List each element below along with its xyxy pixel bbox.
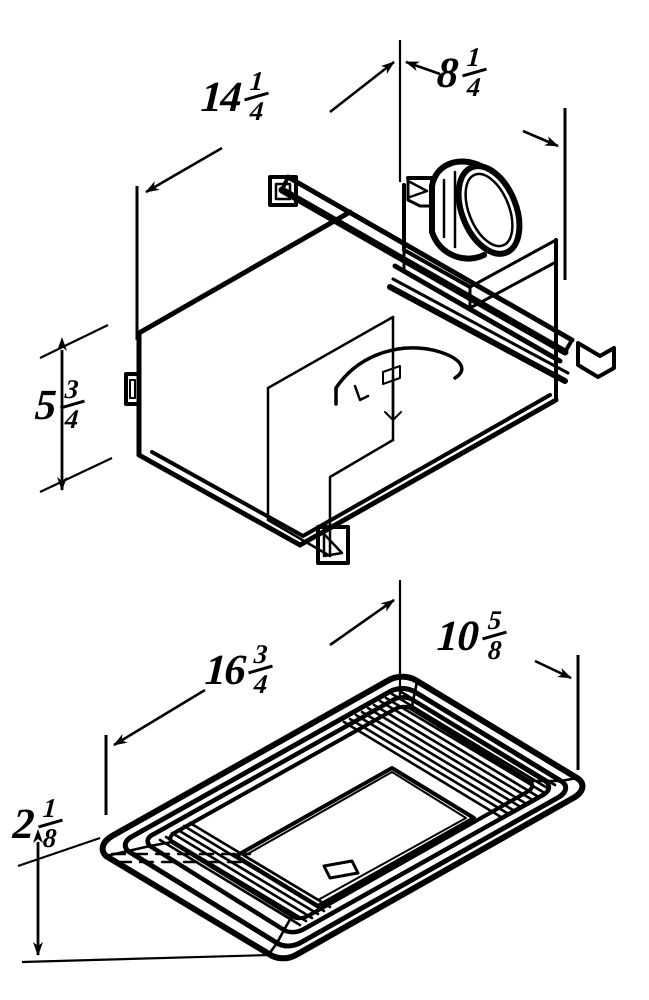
dimension-label-housing-depth: 8 1 4	[435, 42, 487, 102]
duct-collar	[429, 158, 523, 262]
dim-8-left-leader	[329, 60, 395, 114]
fraction-numerator: 1	[42, 793, 58, 823]
fraction-denominator: 4	[64, 403, 80, 434]
fraction-denominator: 4	[248, 95, 265, 126]
dim-16-leader	[113, 688, 206, 747]
fraction-denominator: 4	[466, 71, 482, 102]
grille-dimension-lines	[17, 580, 580, 964]
dimension-label-grille-width: 10 5 8	[435, 605, 507, 665]
fraction-denominator: 8	[42, 822, 58, 853]
dim-14-leader	[145, 146, 223, 194]
dim-10-right-arrow	[534, 659, 572, 680]
dim-8-right-leader	[405, 60, 441, 76]
fraction-numerator: 1	[466, 42, 482, 72]
dimension-label-housing-height: 5 3 4	[33, 374, 85, 434]
dimension-label-grille-thickness: 2 1 8	[11, 793, 63, 853]
fan-housing-figure	[124, 158, 616, 565]
dimension-fraction: 1 4	[244, 66, 269, 126]
dim-8-right-arrow	[522, 129, 559, 148]
dimension-fraction: 1 4	[461, 42, 487, 102]
dimension-fraction: 3 4	[59, 374, 85, 434]
duct-bracket-plate	[402, 238, 558, 310]
dimension-whole-number: 2	[11, 800, 35, 848]
dim-5-upper-witness	[39, 324, 109, 359]
interior-spring-bracket	[353, 365, 402, 422]
dimension-label-housing-width: 14 1 4	[199, 66, 269, 126]
dimension-whole-number: 8	[435, 49, 459, 97]
grille-louver-slats-upper	[342, 688, 557, 819]
dim-10-left-leader	[329, 598, 395, 647]
fraction-denominator: 8	[486, 634, 503, 665]
dimension-fraction: 1 8	[37, 793, 63, 853]
dimension-whole-number: 14	[199, 73, 242, 121]
dimension-whole-number: 5	[33, 381, 57, 429]
fraction-numerator: 1	[248, 66, 265, 96]
rail-bracket-left	[268, 175, 298, 207]
rail-bracket-right	[576, 341, 616, 379]
blower-scroll	[334, 346, 464, 406]
dimension-label-grille-length: 16 3 4	[203, 639, 273, 699]
grille-corner-detail	[104, 840, 294, 956]
mounting-rail-lower	[387, 256, 570, 384]
grille-figure	[99, 673, 586, 962]
fraction-numerator: 5	[486, 605, 503, 635]
housing-side-tab-left	[124, 372, 141, 406]
grille-right-corner-detail	[410, 679, 579, 783]
dim-5-lower-witness	[39, 457, 113, 493]
fraction-denominator: 4	[252, 668, 269, 699]
dim-2-upper-witness	[17, 836, 101, 868]
dimension-fraction: 3 4	[248, 639, 273, 699]
housing-bottom-tab	[316, 525, 350, 565]
fraction-numerator: 3	[64, 374, 80, 404]
dimension-whole-number: 10	[435, 612, 480, 660]
lens-latch-knob	[322, 859, 360, 880]
housing-dimension-lines	[39, 40, 567, 493]
dim-2-lower-witness	[21, 953, 271, 964]
grille-centerline-dashes	[110, 852, 252, 864]
fraction-numerator: 3	[252, 639, 269, 669]
dimension-whole-number: 16	[203, 646, 246, 694]
dimension-fraction: 5 8	[482, 605, 507, 665]
housing-body	[136, 209, 559, 548]
